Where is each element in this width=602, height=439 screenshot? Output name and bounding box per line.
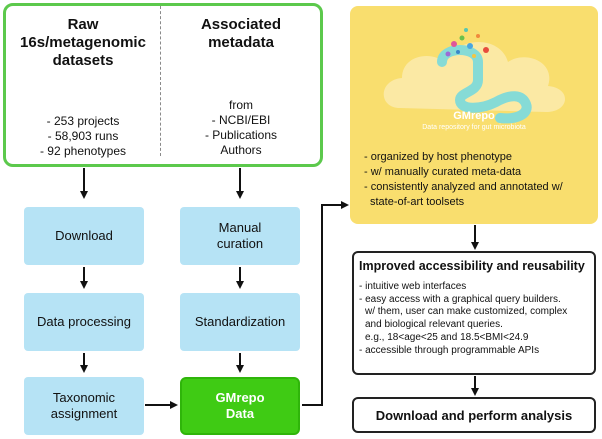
arrow-output-to-panel [302,201,349,406]
feature-item: state-of-art toolsets [370,196,465,208]
step-data-processing: Data processing [24,293,144,351]
accessibility-box [352,251,596,375]
metadata-items: from - NCBI/EBI - Publications Authors [166,98,316,158]
step-download: Download [24,207,144,265]
metadata-title-line: metadata [208,34,274,51]
raw-stats: - 253 projects - 58,903 runs - 92 phenot… [8,114,158,159]
feature-item: - organized by host phenotype [364,151,512,163]
accessibility-item: w/ them, user can make customized, compl… [365,306,568,318]
step-taxonomic-assignment: Taxonomic assignment [24,377,144,435]
accessibility-item: - easy access with a graphical query bui… [359,293,561,305]
raw-datasets-column: Raw 16s/metagenomic datasets - 253 proje… [8,16,158,159]
download-and-analysis-box: Download and perform analysis [352,397,596,433]
metadata-title-line: Associated [200,16,282,33]
gmrepo-logo [383,28,566,124]
metadata-item: - NCBI/EBI [211,113,271,127]
data-sources-box [3,3,323,167]
metadata-item: - Publications [204,128,278,142]
feature-item: - w/ manually curated meta-data [364,166,522,178]
metadata-title: Associated metadata [166,16,316,52]
metadata-item: Authors [220,143,262,157]
raw-title-line: 16s/metagenomic [20,34,146,51]
raw-stat: - 253 projects [46,114,120,128]
step-manual-curation: Manual curation [180,207,300,265]
gmrepo-logo-title: GMrepo [453,110,495,122]
accessibility-list: - intuitive web interfaces - easy access… [359,281,593,357]
raw-title-line: datasets [52,52,114,69]
gmrepo-feature-list: - organized by host phenotype - w/ manua… [364,150,594,210]
source-divider [160,6,161,156]
gmrepo-logo-subtitle: Data repository for gut microbiota [422,124,526,131]
metadata-item: from [229,98,253,112]
accessibility-item: and biological relevant queries. [365,319,503,331]
accessibility-item: e.g., 18<age<25 and 18.5<BMI<24.9 [365,331,529,343]
raw-title-line: Raw [67,16,99,33]
logo-microbe-dots [445,28,489,58]
raw-title: Raw 16s/metagenomic datasets [8,16,158,70]
accessibility-item: - accessible through programmable APIs [359,344,540,356]
accessibility-item: - intuitive web interfaces [359,281,467,292]
step-standardization: Standardization [180,293,300,351]
raw-stat: - 92 phenotypes [39,144,127,158]
accessibility-title: Improved accessibility and reusability [359,259,585,273]
gmrepo-data-output: GMrepo Data [180,377,300,435]
feature-item: - consistently analyzed and annotated w/ [364,181,563,193]
metadata-column: Associated metadata from - NCBI/EBI - Pu… [166,16,316,158]
raw-stat: - 58,903 runs [47,129,119,143]
